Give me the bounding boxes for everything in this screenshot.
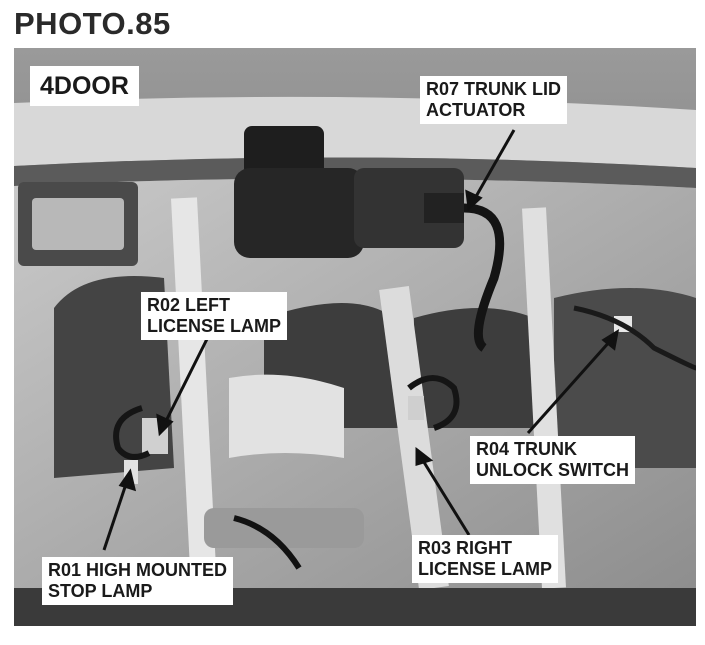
callout-line: R01 HIGH MOUNTED bbox=[48, 560, 228, 580]
trunk-lid-photo: 4DOOR R07 TRUNK LID ACTUATOR R02 LEFT LI… bbox=[14, 48, 696, 626]
callout-r04-trunk-unlock-switch: R04 TRUNK UNLOCK SWITCH bbox=[470, 436, 635, 484]
callout-line: R04 TRUNK bbox=[476, 439, 578, 459]
callout-line: STOP LAMP bbox=[48, 581, 153, 601]
callout-line: R03 RIGHT bbox=[418, 538, 513, 558]
callout-line: LICENSE LAMP bbox=[147, 316, 282, 336]
callout-line: R07 TRUNK LID bbox=[426, 79, 562, 99]
variant-label: 4DOOR bbox=[30, 66, 139, 106]
callout-r03-right-license-lamp: R03 RIGHT LICENSE LAMP bbox=[412, 535, 559, 583]
callout-r02-left-license-lamp: R02 LEFT LICENSE LAMP bbox=[141, 292, 288, 340]
callout-line: UNLOCK SWITCH bbox=[476, 460, 629, 480]
photo-title: PHOTO.85 bbox=[14, 6, 171, 41]
callout-r07-trunk-lid-actuator: R07 TRUNK LID ACTUATOR bbox=[420, 76, 568, 124]
callout-line: R02 LEFT bbox=[147, 295, 231, 315]
callout-r01-high-mounted-stop-lamp: R01 HIGH MOUNTED STOP LAMP bbox=[42, 557, 234, 605]
leader-arrows bbox=[102, 129, 620, 551]
callout-line: LICENSE LAMP bbox=[418, 559, 553, 579]
callout-line: ACTUATOR bbox=[426, 100, 526, 120]
trunk-lid-illustration bbox=[14, 48, 696, 626]
